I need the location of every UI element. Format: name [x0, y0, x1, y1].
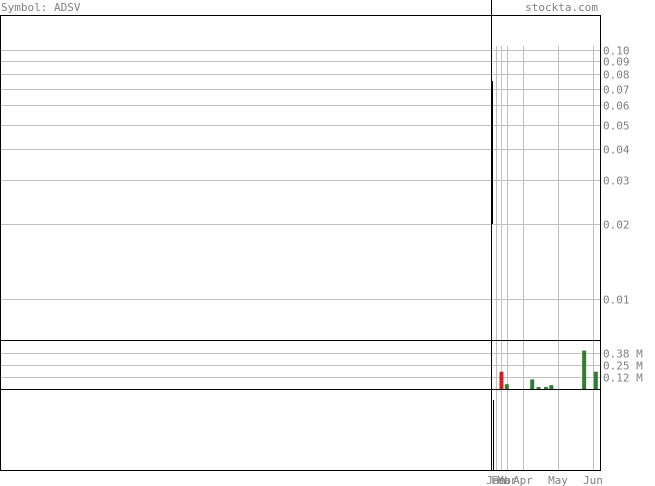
volume-bar [504, 384, 509, 389]
volume-bar [544, 387, 548, 389]
price-tick-label: 0.10 [603, 45, 630, 58]
price-tick-label: 0.08 [603, 69, 630, 82]
month-tick-label: Mar [497, 474, 517, 486]
price-tick-label: 0.01 [603, 294, 630, 307]
volume-bar [593, 371, 598, 389]
volume-bar [536, 387, 541, 389]
price-tick-label: 0.02 [603, 219, 630, 232]
volume-tick-label: 0.25 M [603, 360, 643, 373]
indicator-panel-frame [0, 389, 601, 471]
price-tick-label: 0.06 [603, 100, 630, 113]
volume-tick-label: 0.38 M [603, 348, 643, 361]
month-tick-label: Jun [583, 474, 603, 486]
volume-bar [582, 350, 587, 389]
price-panel-frame [0, 15, 601, 341]
price-tick-label: 0.03 [603, 175, 630, 188]
volume-bar [530, 379, 535, 389]
month-tick-label: Apr [513, 474, 533, 486]
month-tick-label: Feb [491, 474, 511, 486]
site-link[interactable]: stockta.com [525, 1, 598, 14]
month-tick-label: May [548, 474, 568, 486]
price-tick-label: 0.09 [603, 56, 630, 69]
month-tick-label: Jan [486, 474, 506, 486]
price-tick-label: 0.05 [603, 120, 630, 133]
volume-tick-label: 0.12 M [603, 372, 643, 385]
price-tick-label: 0.04 [603, 144, 630, 157]
price-tick-label: 0.07 [603, 84, 630, 97]
volume-bar [499, 371, 504, 389]
symbol-label: Symbol: ADSV [1, 1, 81, 14]
volume-bar [549, 385, 554, 389]
